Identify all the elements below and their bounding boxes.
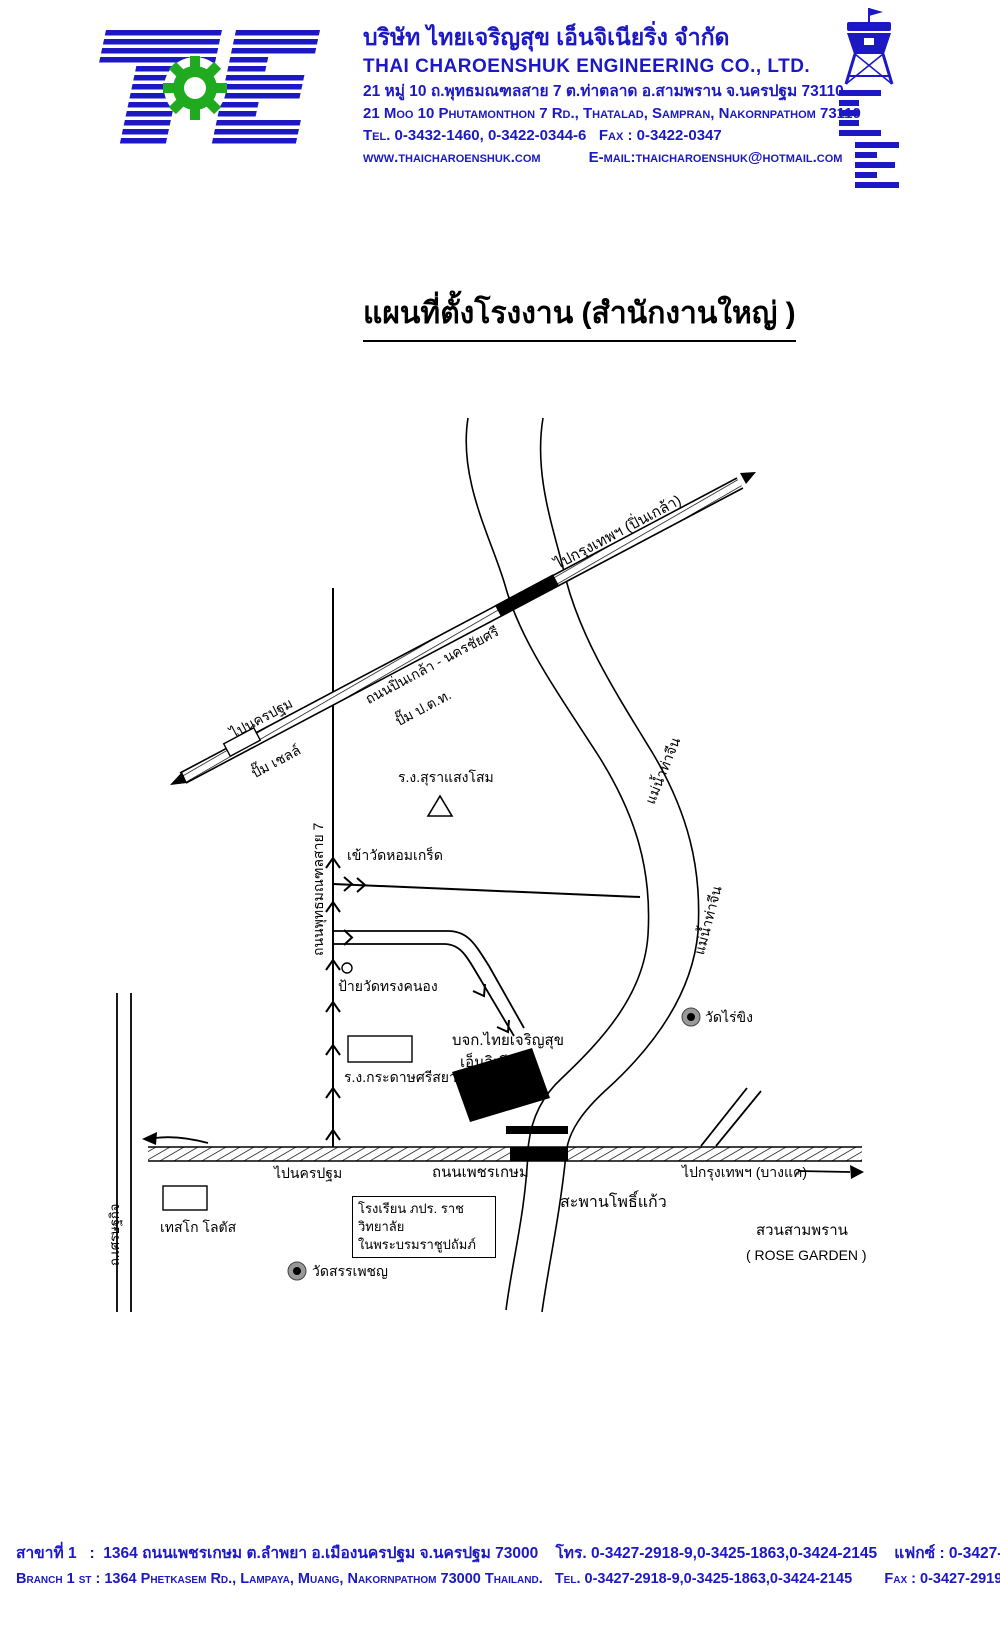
side-road-lines	[116, 993, 132, 1312]
arrow-to-nakhonpathom-upper	[170, 772, 187, 785]
arrow-to-bangkok-bangkae	[850, 1165, 864, 1179]
label-sai7-road: ถนนพุทธมณฑลสาย 7	[310, 822, 326, 956]
company-access-road	[333, 929, 525, 1037]
label-wat-homkret-entrance: เข้าวัดหอมเกร็ด	[347, 847, 443, 863]
wat-sanphet-icon	[287, 1261, 307, 1281]
company-name-english: THAI CHAROENSHUK ENGINEERING CO., LTD.	[363, 56, 811, 77]
pinklao-road-shape	[170, 472, 756, 785]
label-company-line2: เอ็นจิเนียริ่ง	[460, 1054, 533, 1071]
company-name-thai: บริษัท ไทยเจริญสุข เอ็นจิเนียริ่ง จำกัด	[363, 24, 730, 50]
page-title: แผนที่ตั้งโรงงาน (สำนักงานใหญ่ )	[363, 290, 796, 342]
company-marker	[452, 1048, 550, 1122]
bridge-bar-upper	[506, 1126, 568, 1134]
arrow-to-bangkok-pinklao	[740, 472, 756, 484]
branch-address-english: Branch 1 st : 1364 Phetkasem Rd., Lampay…	[16, 1571, 1000, 1587]
label-to-bangkok-bangkae: ไปกรุงเทพฯ (บางแค)	[682, 1164, 808, 1180]
web-email-line: www.thaicharoenshuk.com E-mail:thaicharoe…	[363, 147, 863, 169]
website: www.thaicharoenshuk.com	[363, 149, 541, 166]
label-tesco-lotus: เทสโก โลตัส	[160, 1219, 237, 1235]
label-school-line2: ในพระบรมราชูปถัมภ์	[358, 1237, 476, 1252]
wat-raikhing-icon	[681, 1007, 701, 1027]
branch-road-right	[700, 1087, 762, 1147]
arrow-to-nakhonpathom-lower	[142, 1132, 157, 1145]
pinklao-bridge-bar	[494, 574, 560, 617]
tesco-lotus-box	[162, 1185, 208, 1211]
water-tower-icon	[839, 8, 899, 188]
phokaew-bridge-bar	[510, 1147, 568, 1161]
label-rose-garden-thai: สวนสามพราน	[756, 1222, 848, 1239]
telephone-fax: Tel. 0-3432-1460, 0-3422-0344-6 Fax : 0-…	[363, 127, 722, 144]
label-wat-songkanong-sign: ป้ายวัดทรงคนอง	[338, 978, 438, 994]
label-surasangsom-factory: ร.ง.สุราแสงโสม	[398, 769, 494, 785]
label-wat-raikhing: วัดไร่ขิง	[705, 1009, 753, 1025]
label-side-road: ถ.เศรษฐกิจ	[107, 1203, 122, 1266]
homkret-road	[332, 876, 641, 898]
label-to-nakhonpathom-lower: ไปนครปฐม	[274, 1165, 343, 1181]
temple-sign-icon	[341, 962, 353, 974]
footer: สาขาที่ 1 : 1364 ถนนเพชรเกษม ต.ลำพยา อ.เ…	[16, 1541, 1000, 1591]
label-company-line1: บจก.ไทยเจริญสุข	[452, 1032, 564, 1049]
address-thai: 21 หมู่ 10 ถ.พุทธมณฑลสาย 7 ต.ท่าตลาด อ.ส…	[363, 83, 844, 100]
branch-address-thai: สาขาที่ 1 : 1364 ถนนเพชรเกษม ต.ลำพยา อ.เ…	[16, 1545, 1000, 1562]
label-phetkasem-road: ถนนเพชรเกษม	[432, 1164, 529, 1181]
tower-ce-stripes	[839, 90, 899, 188]
label-phokaew-bridge: สะพานโพธิ์แก้ว	[560, 1194, 667, 1211]
label-wat-sanphet: วัดสรรเพชญ	[312, 1263, 388, 1279]
srisiam-factory-box	[347, 1035, 413, 1063]
sai7-road-line	[325, 588, 341, 1147]
label-rose-garden-english: ( ROSE GARDEN )	[746, 1247, 867, 1263]
gear-icon	[163, 56, 227, 120]
surasangsom-triangle	[426, 794, 454, 817]
label-school-line1: โรงเรียน ภปร. ราชวิทยาลัย	[358, 1201, 464, 1234]
tce-logo	[99, 30, 320, 144]
phetkasem-road-shape	[142, 1126, 864, 1179]
school-label-box: โรงเรียน ภปร. ราชวิทยาลัย ในพระบรมราชูปถ…	[352, 1196, 496, 1258]
email: E-mail:thaicharoenshuk@hotmail.com	[588, 149, 843, 166]
letterhead: บริษัท ไทยเจริญสุข เอ็นจิเนียริ่ง จำกัด …	[363, 22, 863, 169]
label-srisiam-paper-factory: ร.ง.กระดาษศรีสยาม	[344, 1069, 467, 1085]
shell-station-box	[222, 726, 262, 758]
address-english: 21 Moo 10 Phutamonthon 7 Rd., Thatalad, …	[363, 105, 861, 122]
